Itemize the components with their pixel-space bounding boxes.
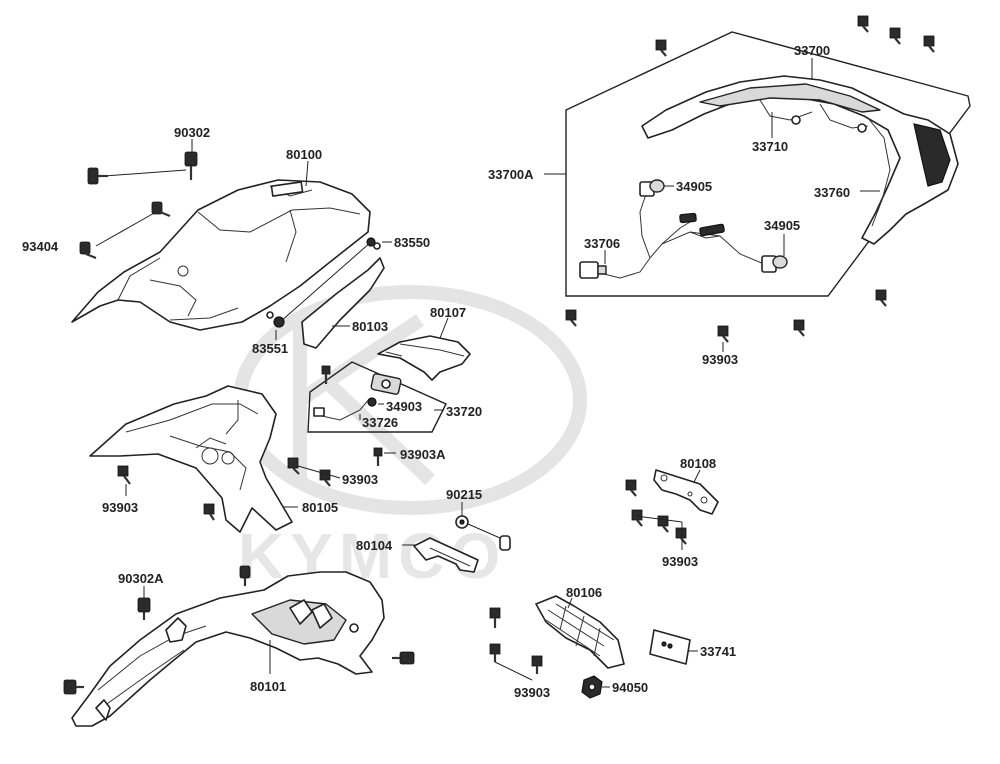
label-93903-e: 93903 [702,352,739,367]
label-90302A: 90302A [118,571,164,586]
label-90302: 90302 [174,125,211,140]
label-33700: 33700 [794,43,831,58]
bracket-80108 [653,469,719,515]
label-93903-c: 93903 [514,685,551,700]
rear-fender-80100 [71,179,371,331]
bolt-90302 [87,139,198,185]
label-33720: 33720 [446,404,483,419]
label-93903-a: 93903 [342,472,379,487]
screw-93903-b [117,465,215,521]
screw-93903-d [625,479,687,550]
label-80104: 80104 [356,538,393,553]
screw-93903-e [565,309,805,352]
label-80100: 80100 [286,147,323,162]
plate-bracket-80106 [535,595,625,669]
rear-cowl-80105 [89,385,298,533]
label-34903: 34903 [386,399,423,414]
screw-93903-c [489,607,543,681]
label-83550: 83550 [394,235,431,250]
harness-33706 [579,193,765,279]
tail-light-frame-33700A [544,31,971,297]
label-93404: 93404 [22,239,59,254]
bolt-90302A [63,565,415,695]
label-34905-b: 34905 [764,218,801,233]
nut-83551 [266,311,285,340]
label-33700A: 33700A [488,167,534,182]
label-80107: 80107 [430,305,467,320]
bulb-34905-a [639,179,674,197]
label-80108: 80108 [680,456,717,471]
screw-93903A [373,447,396,466]
label-80103: 80103 [352,319,389,334]
screws-top-right [655,15,935,307]
label-93903-d: 93903 [662,554,699,569]
kymco-watermark-logo: KYMCO [233,285,587,592]
label-80106: 80106 [566,585,603,600]
label-33760: 33760 [814,185,851,200]
strip-80103 [301,257,385,349]
screw-93903-a [287,457,341,487]
license-light-33720 [307,361,447,433]
tail-light-33700 [641,58,959,245]
cover-80107 [377,317,471,381]
label-33741: 33741 [700,644,737,659]
inner-fender-80101 [71,571,385,727]
label-93903-b: 93903 [102,500,139,515]
bolt-93404 [79,201,171,260]
label-94050: 94050 [612,680,649,695]
label-33726: 33726 [362,415,399,430]
label-33710: 33710 [752,139,789,154]
bolt-90215 [455,502,511,551]
label-80105: 80105 [302,500,339,515]
label-83551: 83551 [252,341,289,356]
label-33706: 33706 [584,236,621,251]
label-80101: 80101 [250,679,287,694]
bulb-34905-b [761,234,788,273]
reflector-33741 [649,629,698,665]
bracket-80104 [402,537,479,573]
label-93903A: 93903A [400,447,446,462]
nut-83550 [279,237,392,323]
label-90215: 90215 [446,487,483,502]
nut-94050 [581,675,610,699]
label-34905-a: 34905 [676,179,713,194]
